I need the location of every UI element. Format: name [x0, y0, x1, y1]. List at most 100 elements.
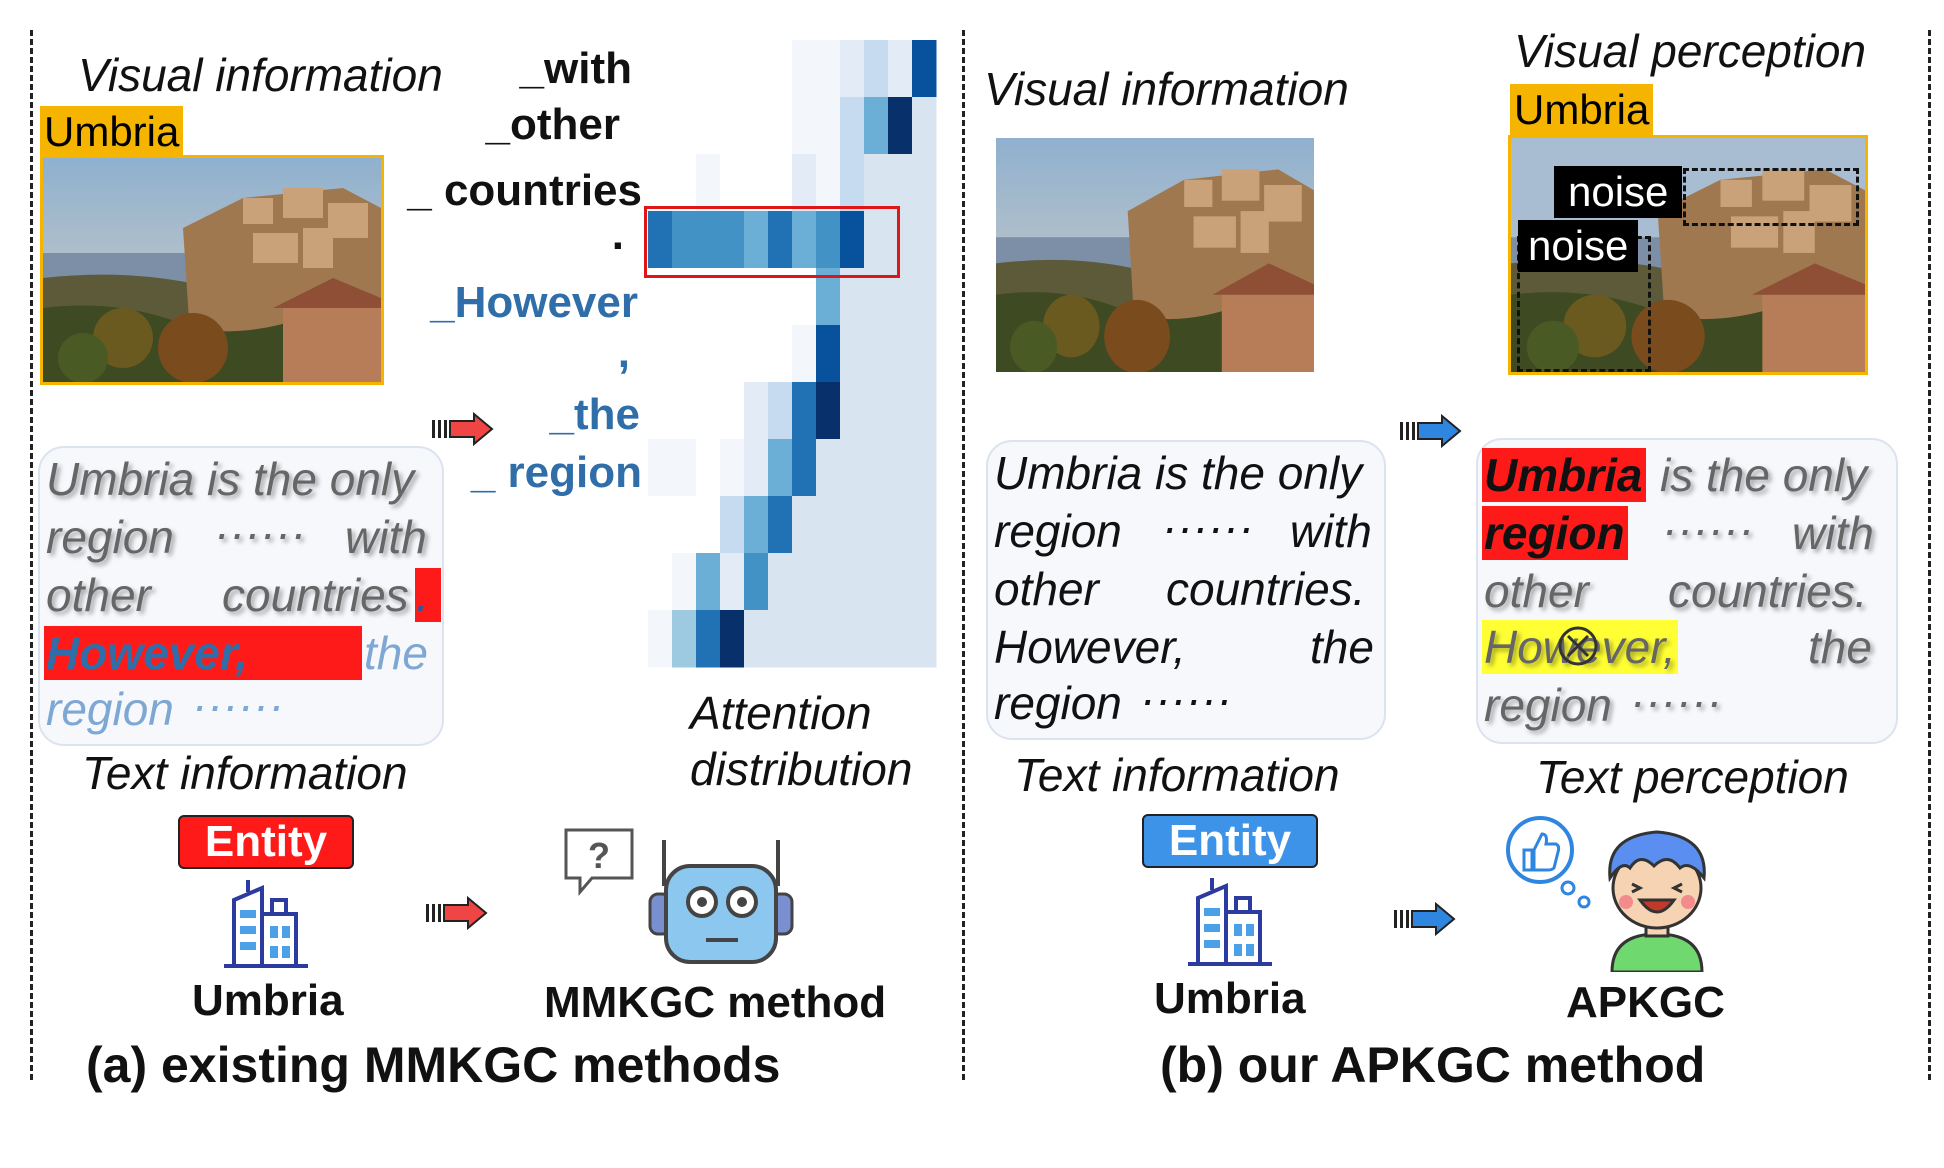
- heatmap-cell: [768, 382, 793, 440]
- heatmap-cell: [840, 325, 865, 383]
- heatmap-cell: [816, 496, 841, 554]
- heatmap-cell: [696, 154, 721, 212]
- heatmap-cell: [816, 40, 841, 98]
- heatmap-cell: [864, 439, 889, 497]
- question-bubble-icon: ?: [564, 828, 634, 896]
- left-method-label: MMKGC method: [544, 978, 887, 1027]
- heatmap-cell: [768, 553, 793, 611]
- heatmap-cell: [648, 40, 673, 98]
- heatmap-cell: [696, 211, 721, 269]
- left-text-region-2: region: [46, 683, 174, 735]
- heatmap-cell: [720, 496, 745, 554]
- heatmap-cell: [840, 382, 865, 440]
- heatmap-cell: [888, 154, 913, 212]
- left-period-highlight: [415, 568, 441, 622]
- token-region: _ region: [470, 448, 642, 497]
- heatmap-cell: [912, 325, 937, 383]
- heatmap-cell: [792, 439, 817, 497]
- heatmap-cell: [864, 553, 889, 611]
- heatmap-cell: [816, 97, 841, 155]
- heatmap-cell: [768, 610, 793, 668]
- heatmap-cell: [840, 97, 865, 155]
- heatmap-cell: [816, 154, 841, 212]
- attention-label-2: distribution: [690, 743, 913, 795]
- heatmap-cell: [696, 610, 721, 668]
- heatmap-cell: [648, 97, 673, 155]
- left-text-the: the: [364, 627, 428, 679]
- heatmap-cell: [648, 325, 673, 383]
- heatmap-cell: [768, 97, 793, 155]
- token-comma: ,: [617, 328, 630, 377]
- token-the: _the: [549, 390, 640, 439]
- heatmap-cell: [672, 154, 697, 212]
- left-text-label: Text information: [82, 747, 408, 799]
- token-countries: _ countries: [407, 166, 642, 215]
- heatmap-cell: [792, 40, 817, 98]
- heatmap-cell: [864, 325, 889, 383]
- heatmap-cell: [864, 40, 889, 98]
- token-period: .: [611, 210, 624, 259]
- heatmap-cell: [864, 211, 889, 269]
- heatmap-cell: [768, 439, 793, 497]
- noise-label-1: noise: [1554, 166, 1683, 218]
- left-text-however: However,: [46, 627, 248, 679]
- heatmap-cell: [888, 40, 913, 98]
- left-entity-badge: Entity: [178, 815, 354, 869]
- heatmap-cell: [792, 496, 817, 554]
- heatmap-cell: [816, 610, 841, 668]
- heatmap-cell: [840, 154, 865, 212]
- heatmap-cell: [672, 382, 697, 440]
- heatmap-cell: [792, 97, 817, 155]
- token-however: _However: [430, 278, 638, 327]
- left-text-countries: countries: [222, 569, 409, 621]
- heatmap-cell: [696, 97, 721, 155]
- heatmap-cell: [696, 553, 721, 611]
- heatmap-cell: [744, 154, 769, 212]
- left-text-line-1: Umbria is the only: [46, 453, 415, 505]
- right-visual-label: Visual information: [984, 63, 1349, 115]
- heatmap-cell: [648, 382, 673, 440]
- heatmap-cell: [816, 553, 841, 611]
- umbria-landscape: [43, 158, 381, 382]
- heatmap-cell: [648, 154, 673, 212]
- heatmap-cell: [720, 382, 745, 440]
- heatmap-cell: [648, 439, 673, 497]
- left-entity-name: Umbria: [192, 976, 344, 1025]
- heatmap-cell: [696, 382, 721, 440]
- heatmap-cell: [888, 211, 913, 269]
- perceived-other: other: [1484, 565, 1589, 617]
- heatmap-cell: [672, 553, 697, 611]
- perceived-dots: ······: [1662, 503, 1754, 555]
- heatmap-cell: [648, 553, 673, 611]
- right-text-region: region: [994, 505, 1122, 557]
- right-entity-tag: Umbria: [1510, 84, 1654, 136]
- perceived-dots-2: ······: [1630, 675, 1722, 727]
- heatmap-cell: [864, 382, 889, 440]
- heatmap-cell: [696, 325, 721, 383]
- right-text-other: other: [994, 563, 1099, 615]
- left-text-region: region: [46, 511, 174, 563]
- left-text-dots: ······: [214, 507, 306, 559]
- heatmap-cell: [816, 211, 841, 269]
- heatmap-cell: [768, 154, 793, 212]
- heatmap-cell: [744, 610, 769, 668]
- heatmap-cell: [888, 610, 913, 668]
- right-text-with: with: [1290, 505, 1372, 557]
- heatmap-cell: [744, 439, 769, 497]
- heatmap-cell: [912, 211, 937, 269]
- heatmap-cell: [888, 97, 913, 155]
- cross-mark-icon: [1558, 626, 1598, 666]
- robot-icon: [648, 840, 794, 964]
- region-highlight: [1482, 506, 1628, 560]
- heatmap-cell: [744, 97, 769, 155]
- perceived-is-the-only: is the only: [1660, 449, 1868, 501]
- svg-text:?: ?: [588, 835, 610, 876]
- heatmap-cell: [912, 268, 937, 326]
- heatmap-cell: [696, 40, 721, 98]
- heatmap-cell: [648, 610, 673, 668]
- left-caption: (a) existing MMKGC methods: [86, 1037, 781, 1093]
- arrow-right-icon: [432, 412, 494, 446]
- right-perception-label: Visual perception: [1514, 25, 1867, 77]
- heatmap-cell: [648, 496, 673, 554]
- heatmap-cell: [768, 40, 793, 98]
